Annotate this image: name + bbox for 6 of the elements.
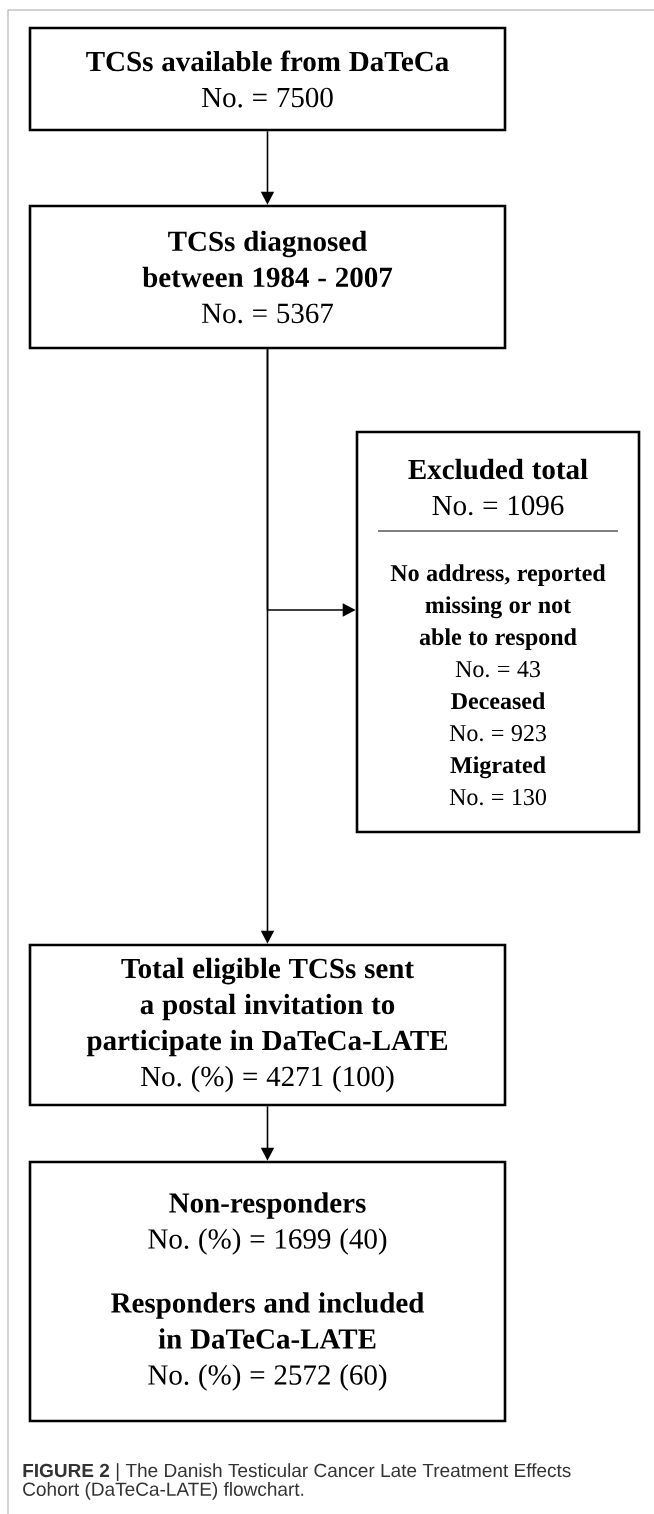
flow-box: Total eligible TCSs sent a postal invitation to participate in DaTeCa-LATE No. (%) = 4271 (100) (28, 943, 507, 1107)
figure-caption: FIGURE 2 | The Danish Testicular Cancer Late Treatment Effects Cohort (DaTeCa-LATE) flowchart. (23, 1463, 571, 1500)
flow-box: TCSs diagnosed between 1984 - 2007 No. = 5367 (28, 204, 507, 350)
flow-box: Excluded total No. = 1096 No address, reported missing or not able to respond No. = 43 Deceased No. = 923 Migrated No. = 130 (355, 430, 641, 834)
flow-box: TCSs available from DaTeCa No. = 7500 (28, 26, 507, 132)
flow-box: Non-responders No. (%) = 1699 (40) Responders and included in DaTeCa-LATE No. (%) = 2572 (60) (28, 1160, 507, 1423)
